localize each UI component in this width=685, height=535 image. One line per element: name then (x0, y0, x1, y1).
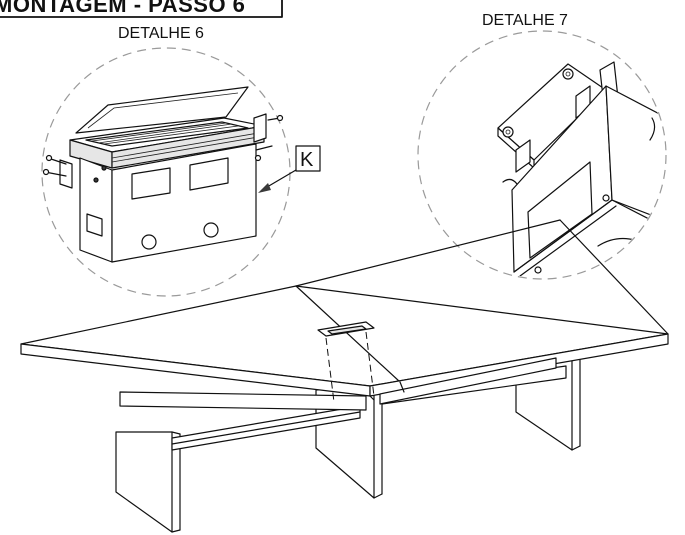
callout-k: K (258, 145, 321, 193)
detail-6-outlet-box (42, 86, 284, 263)
header-title-box: MONTAGEM - PASSO 6 (0, 0, 283, 18)
detail-7-label: DETALHE 7 (482, 12, 568, 29)
conference-table (20, 219, 669, 533)
table-leg-front-left (115, 431, 173, 533)
detail-6-label: DETALHE 6 (118, 25, 204, 42)
detail-7-bracket (497, 61, 665, 277)
detail-6-circle (41, 47, 291, 297)
header-title: MONTAGEM - PASSO 6 (0, 0, 245, 17)
detail-7-circle (417, 30, 667, 280)
callout-k-letter: K (300, 149, 314, 171)
